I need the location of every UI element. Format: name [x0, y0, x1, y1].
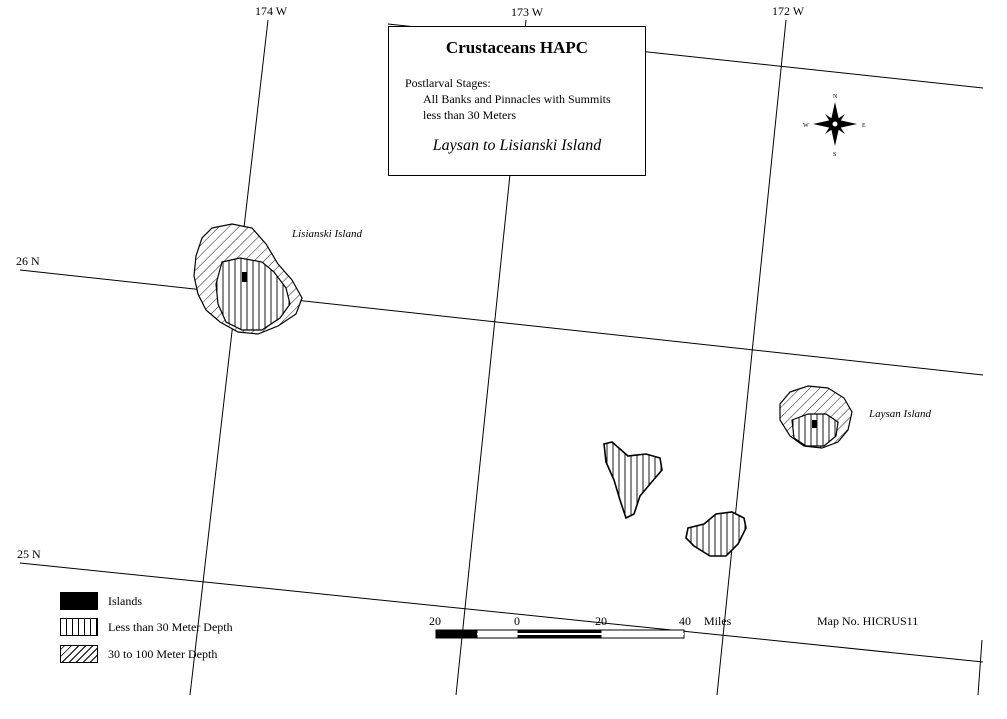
scale-tick-label: 0: [514, 614, 520, 628]
map-title: Crustaceans HAPC: [445, 38, 589, 57]
subtitle-line-1: Postlarval Stages:: [405, 76, 491, 90]
scale-white-strip: [477, 633, 684, 635]
lisianski-shallow-zone: [215, 257, 291, 331]
scale-tick-label: 20: [429, 614, 441, 628]
parallel-26n: [19, 269, 984, 376]
legend-label: Less than 30 Meter Depth: [108, 620, 233, 634]
laysan-shallow-zone: [791, 413, 839, 447]
scale-unit-label: Miles: [704, 614, 732, 628]
compass-rose: N S E W: [803, 94, 866, 158]
scale-bar: [435, 629, 685, 639]
title-box: Crustaceans HAPC Postlarval Stages: All …: [388, 26, 646, 176]
bank-north: [603, 441, 663, 520]
parallel-25n: [19, 562, 984, 663]
lisianski-bank: [193, 223, 303, 335]
compass-center: [831, 120, 839, 128]
legend-swatch-vertical-lines: [60, 618, 98, 636]
subtitle-line-3: less than 30 Meters: [423, 108, 516, 122]
meridian-171w: [977, 639, 983, 696]
laysan-bank: [779, 385, 853, 449]
legend-label: Islands: [108, 594, 142, 608]
lon-label-174w: 174 W: [255, 4, 288, 18]
compass-n-label: N: [833, 94, 838, 100]
lisianski-island: [242, 272, 247, 282]
legend-label: 30 to 100 Meter Depth: [108, 647, 218, 661]
subtitle: Postlarval Stages: All Banks and Pinnacl…: [405, 75, 611, 123]
lon-label-173w: 173 W: [511, 5, 544, 19]
laysan-island: [812, 420, 817, 428]
lat-label-26n: 26 N: [16, 254, 40, 268]
compass-e-label: E: [862, 123, 866, 129]
bank-south: [685, 511, 747, 557]
subtitle-line-2: All Banks and Pinnacles with Summits: [423, 92, 611, 106]
region-label: Laysan to Lisianski Island: [432, 137, 602, 154]
compass-w-label: W: [803, 123, 809, 129]
scale-tick-label: 40: [679, 614, 691, 628]
scale-seg-1: [435, 629, 478, 639]
scale-tick-label: 20: [595, 614, 607, 628]
map-number: Map No. HICRUS11: [817, 614, 919, 628]
lat-label-25n: 25 N: [17, 547, 41, 561]
compass-s-label: S: [833, 152, 836, 158]
lon-label-172w: 172 W: [772, 4, 805, 18]
lisianski-label: Lisianski Island: [291, 228, 362, 240]
meridian-174w: [189, 19, 269, 696]
laysan-label: Laysan Island: [868, 408, 932, 420]
legend-swatch-diagonal-lines: [60, 645, 98, 663]
meridian-172w: [716, 19, 787, 696]
legend-swatch-solid: [60, 592, 98, 610]
